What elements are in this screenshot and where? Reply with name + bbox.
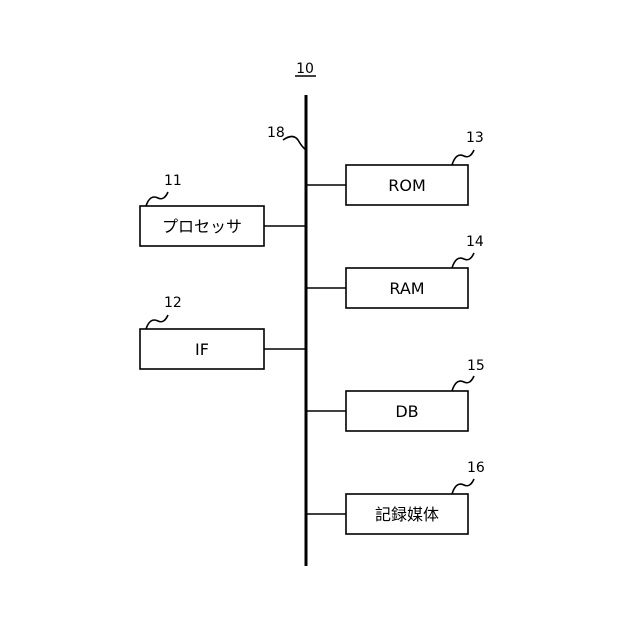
storage-medium-ref-leader (452, 479, 474, 494)
processor-ref-number: 11 (164, 173, 182, 189)
rom-block: ROM 13 (306, 130, 484, 205)
processor-ref-leader (146, 192, 168, 206)
processor-block: プロセッサ 11 (140, 173, 306, 246)
ram-block: RAM 14 (306, 234, 484, 308)
ram-ref-number: 14 (466, 234, 484, 250)
db-ref-leader (452, 376, 474, 391)
ram-ref-leader (452, 253, 474, 268)
storage-medium-block: 記録媒体 16 (306, 460, 485, 534)
bus-ref-leader (283, 137, 306, 151)
processor-label: プロセッサ (162, 217, 242, 236)
db-block: DB 15 (306, 358, 485, 431)
rom-label: ROM (388, 176, 426, 195)
storage-medium-ref-number: 16 (467, 460, 485, 476)
bus-ref-number: 18 (267, 125, 285, 141)
storage-medium-label: 記録媒体 (375, 505, 439, 524)
interface-label: IF (195, 340, 209, 359)
rom-ref-number: 13 (466, 130, 484, 146)
ram-label: RAM (389, 279, 424, 298)
system-ref-number: 10 (296, 61, 314, 77)
rom-ref-leader (452, 150, 474, 165)
interface-ref-leader (146, 315, 168, 329)
db-label: DB (395, 402, 418, 421)
db-ref-number: 15 (467, 358, 485, 374)
interface-ref-number: 12 (164, 295, 182, 311)
interface-block: IF 12 (140, 295, 306, 369)
